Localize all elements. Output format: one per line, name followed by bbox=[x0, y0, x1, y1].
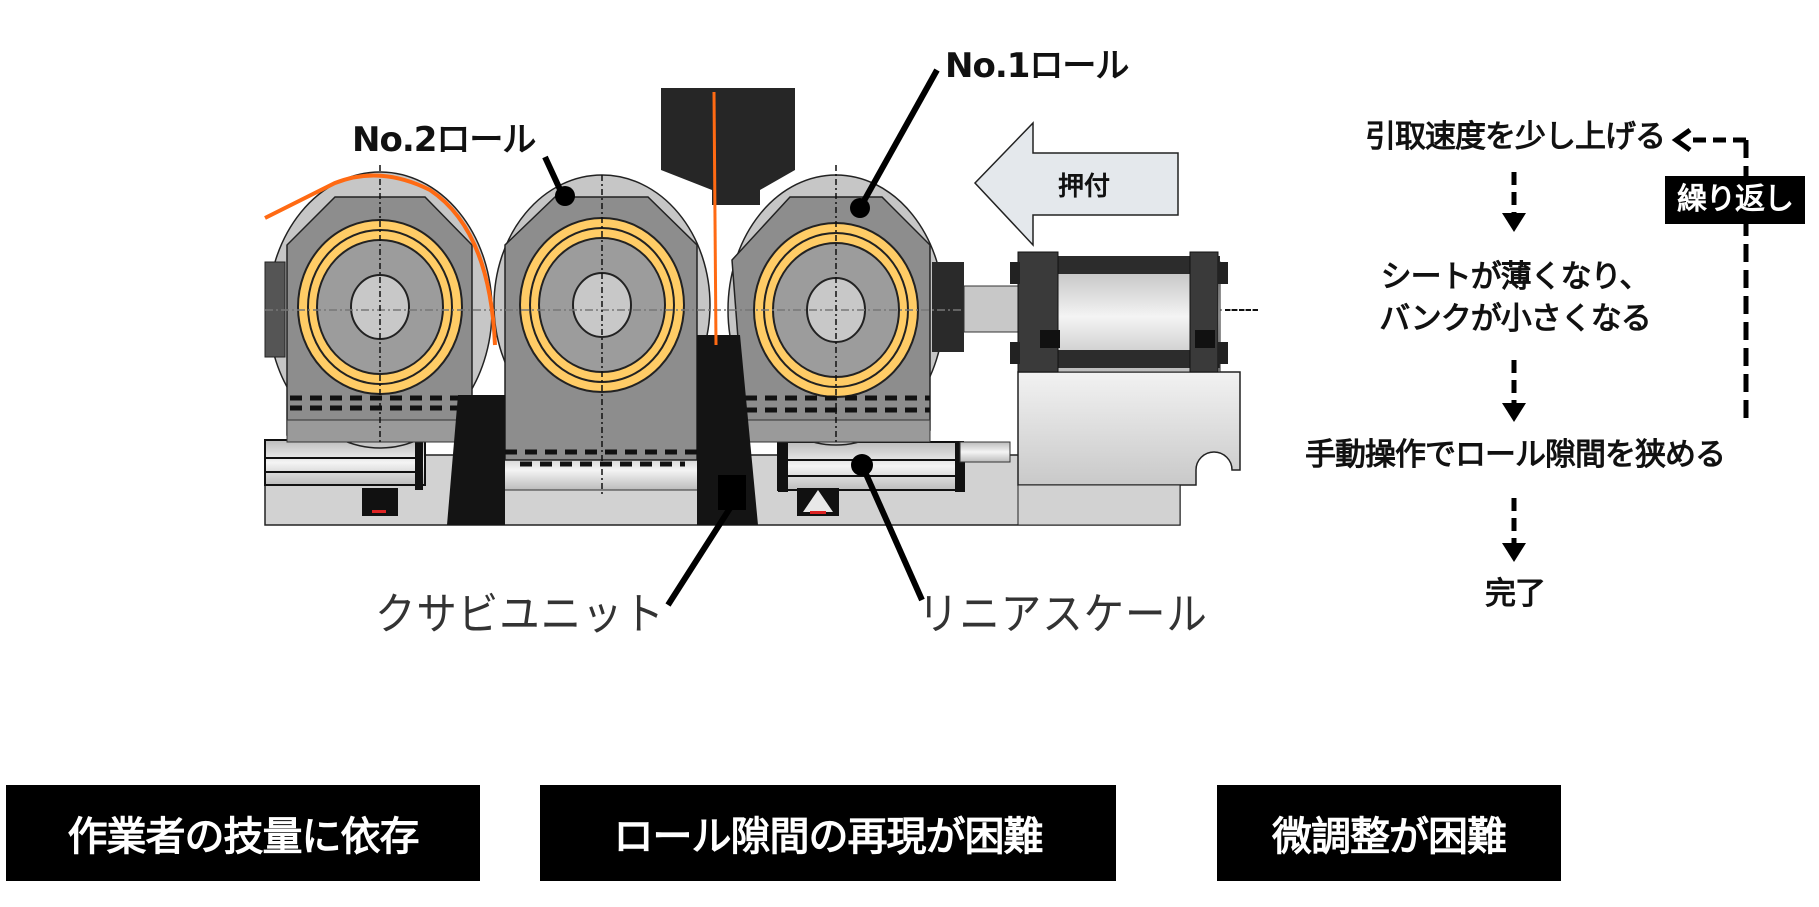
cylinder-support-block bbox=[1017, 371, 1241, 486]
flow-step-narrow-gap: 手動操作でロール隙間を狭める bbox=[1305, 437, 1726, 473]
flow-step-raise-speed: 引取速度を少し上げる bbox=[1365, 119, 1666, 155]
sheet-vertical bbox=[712, 91, 718, 346]
pressing-cylinder bbox=[1010, 251, 1228, 373]
press-arrow bbox=[973, 121, 1179, 247]
problem-box-fine-adjustment: 微調整が困難 bbox=[1217, 785, 1561, 881]
repeat-badge: 繰り返し bbox=[1665, 176, 1805, 224]
sheet-wrap bbox=[264, 173, 497, 346]
wedge-unit-left bbox=[447, 395, 505, 525]
flow-arrows bbox=[1511, 137, 1749, 548]
problem-box-gap-reproducibility: ロール隙間の再現が困難 bbox=[540, 785, 1116, 881]
flow-step-sheet-thinner-line1: シートが薄くなり、 bbox=[1380, 259, 1651, 295]
t-die bbox=[661, 88, 795, 205]
roll-no1 bbox=[727, 174, 964, 446]
flow-step-complete: 完了 bbox=[1485, 576, 1546, 612]
flow-step-sheet-thinner-line2: バンクが小さくなる bbox=[1379, 301, 1652, 337]
label-no2-roll: No.2ロール bbox=[352, 120, 536, 160]
piston-rod bbox=[963, 285, 1025, 333]
problem-box-skill-dependent: 作業者の技量に依存 bbox=[6, 785, 480, 881]
press-arrow-label: 押付 bbox=[1058, 172, 1111, 202]
rail-left bbox=[264, 439, 426, 486]
label-linear-scale: リニアスケール bbox=[918, 589, 1208, 640]
label-no1-roll: No.1ロール bbox=[945, 46, 1129, 86]
label-wedge-unit: クサビユニット bbox=[375, 589, 665, 640]
